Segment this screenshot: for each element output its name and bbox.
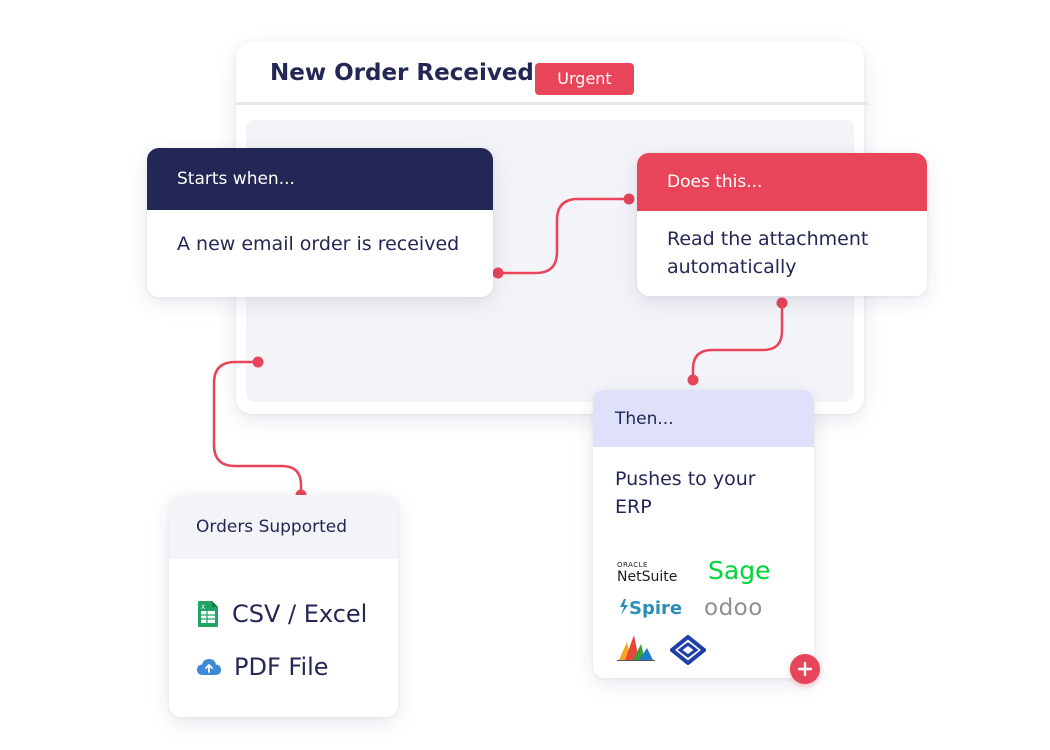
svg-text:X: X [201,604,205,611]
diamond-logo-icon [668,634,708,666]
netsuite-logo-text: NetSuite [617,569,678,585]
sage-logo: Sage [708,556,770,585]
trigger-card-header: Starts when... [147,148,493,210]
netsuite-logo: ORACLE NetSuite [617,561,678,585]
connector-canvas-orders [212,360,303,497]
orders-card-header: Orders Supported [169,495,398,559]
order-type-label: CSV / Excel [232,600,368,628]
then-card-body: Pushes to your ERP [615,468,756,518]
infor-logo [668,634,708,669]
dynamics-icon [617,635,655,661]
order-type-item: X CSV / Excel [196,600,367,628]
connector-dot [252,356,264,368]
window-title: New Order Received [270,60,534,86]
order-type-item: PDF File [196,653,329,681]
odoo-logo: odoo [704,595,763,621]
action-card-header: Does this... [637,153,927,211]
connector-action-then [691,301,784,382]
spire-mark-icon [620,599,628,615]
spire-logo: Spire [617,598,682,619]
cloud-upload-icon [197,659,221,675]
urgent-badge: Urgent [535,63,634,95]
connector-dot [687,374,699,386]
dynamics-logo [617,632,655,666]
action-card[interactable]: Does this... Read the attachment automat… [637,153,927,296]
trigger-card[interactable]: Starts when... A new email order is rece… [147,148,493,297]
connector-dot [492,267,504,279]
connector-dot [776,297,788,309]
odoo-logo-text: odoo [704,595,763,621]
then-card-header: Then... [593,390,814,447]
add-integration-button[interactable] [790,654,820,684]
connector-trigger-action [496,197,631,275]
sage-logo-text: Sage [708,556,771,585]
trigger-card-body: A new email order is received [177,233,460,255]
header-divider [236,102,868,105]
spreadsheet-icon: X [198,601,218,627]
order-type-label: PDF File [234,653,329,681]
connector-dot [623,193,635,205]
orders-supported-card: Orders Supported X CSV / Excel PDF File [169,495,398,717]
action-card-body: Read the attachment automatically [667,228,869,278]
netsuite-logo-oracle: ORACLE [617,561,648,569]
then-card[interactable]: Then... Pushes to your ERP ORACLE NetSui… [593,390,814,678]
spire-logo-text: Spire [629,598,683,619]
plus-icon [798,662,812,676]
